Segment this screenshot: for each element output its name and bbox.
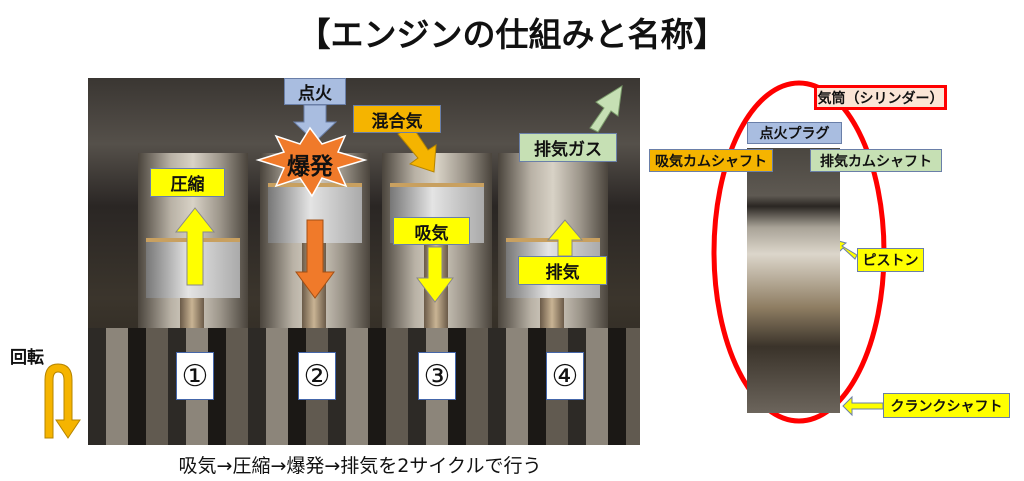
cylinder-number-4: ④ <box>546 352 584 400</box>
spark-plug-label: 点火プラグ <box>747 122 842 144</box>
intake-label: 吸気 <box>393 217 470 245</box>
compression-up-arrow <box>174 207 216 286</box>
exhaust-label: 排気 <box>518 256 607 285</box>
crankshaft-pointer-arrow <box>842 395 884 417</box>
piston-label: ピストン <box>857 248 924 272</box>
cylinder-number-1: ① <box>176 352 214 400</box>
cylinder-number-3: ③ <box>418 352 456 400</box>
rotation-arrow-icon <box>44 363 81 439</box>
rotation-label: 回転 <box>10 348 44 368</box>
explosion-burst-icon <box>255 126 368 198</box>
ignition-arrow <box>292 104 338 143</box>
ignition-label: 点火 <box>284 78 346 105</box>
compression-label: 圧縮 <box>150 168 225 197</box>
intake-camshaft-label: 吸気カムシャフト <box>649 149 773 172</box>
cylinder-number-2: ② <box>298 352 336 400</box>
exhaust-up-arrow <box>546 219 584 257</box>
exhaust-gas-arrow <box>589 85 623 133</box>
crankshaft-label: クランクシャフト <box>883 393 1010 418</box>
exhaust-gas-label: 排気ガス <box>519 133 617 162</box>
page-title: 【エンジンの仕組みと名称】 <box>297 15 727 54</box>
exhaust-camshaft-label: 排気カムシャフト <box>810 149 942 172</box>
cycle-caption: 吸気→圧縮→爆発→排気を2サイクルで行う <box>178 455 542 477</box>
explosion-label: 爆発 <box>287 154 333 180</box>
mixture-label: 混合気 <box>353 105 441 133</box>
cylinder-name-label: 気筒（シリンダー） <box>814 85 947 110</box>
intake-down-arrow <box>416 246 454 303</box>
explosion-down-arrow <box>295 219 335 299</box>
single-cylinder-photo <box>747 148 840 413</box>
